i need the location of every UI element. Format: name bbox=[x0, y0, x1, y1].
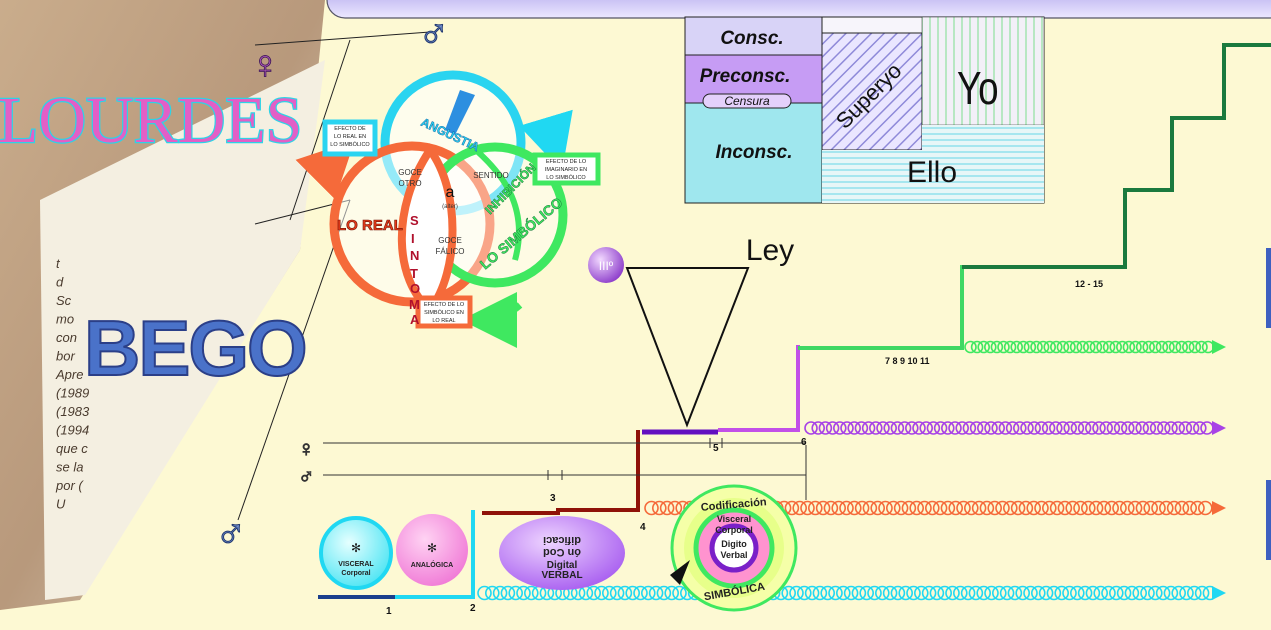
svg-text:LO SIMBÓLICO: LO SIMBÓLICO bbox=[546, 174, 586, 181]
label-efecto-simbolico: EFECTO DE LO SIMBÓLICO EN LO REAL bbox=[424, 302, 465, 324]
step-6: 6 bbox=[801, 437, 807, 448]
codificacion-label: Codificación bbox=[700, 496, 767, 514]
digital-label-4: VERBAL bbox=[541, 570, 582, 581]
circle-analogica: ✻ bbox=[396, 514, 468, 586]
male-symbol-bottom: ♂ bbox=[215, 510, 247, 557]
svg-text:M: M bbox=[409, 297, 420, 312]
svg-text:T: T bbox=[410, 266, 418, 281]
timeline-male bbox=[323, 445, 807, 500]
visceral-label: VISCERAL bbox=[338, 561, 374, 568]
label-goce-falico-2: FÁLICO bbox=[436, 247, 465, 256]
label-sentido: SENTIDO bbox=[473, 171, 509, 180]
background-text-line: (1994 bbox=[56, 423, 89, 438]
borromean-rings bbox=[295, 70, 601, 348]
circle-visceral: ✻ bbox=[319, 516, 393, 590]
name-lourdes: LOURDES bbox=[0, 84, 302, 157]
svg-text:LO REAL EN: LO REAL EN bbox=[334, 134, 366, 140]
background-text-line: Sc bbox=[56, 293, 72, 308]
digital-label-1: dificaci bbox=[543, 534, 581, 546]
law-badge: IIIº bbox=[599, 259, 614, 273]
background-text-line: bor bbox=[56, 349, 75, 364]
step-5: 5 bbox=[713, 443, 719, 454]
analogica-label: ANALÓGICA bbox=[411, 560, 453, 569]
male-symbol-top: ♂ bbox=[418, 10, 450, 57]
background-text-line: (1989 bbox=[56, 386, 89, 401]
staircase bbox=[318, 43, 1271, 599]
label-efecto-imaginario: EFECTO DE LO IMAGINARIO EN LO SIMBÓLICO bbox=[545, 159, 587, 181]
level-consc: Consc. bbox=[720, 28, 783, 49]
circle-simbolica bbox=[670, 484, 798, 612]
background-text-line: Apre bbox=[55, 367, 83, 382]
coil-arrow-3 bbox=[644, 500, 1226, 516]
label-a: a bbox=[446, 184, 455, 201]
edge-panel-top bbox=[1266, 248, 1271, 328]
svg-text:S: S bbox=[410, 213, 419, 228]
law-triangle bbox=[588, 247, 750, 428]
label-efecto-real: EFECTO DE LO REAL EN LO SIMBÓLICO bbox=[330, 126, 370, 148]
step-4: 4 bbox=[640, 522, 646, 533]
svg-text:EFECTO DE: EFECTO DE bbox=[334, 126, 366, 132]
instance-ello: Ello bbox=[907, 156, 957, 189]
label-goce-falico-1: GOCE bbox=[438, 236, 462, 245]
edge-panel-bottom bbox=[1266, 480, 1271, 560]
step-1: 1 bbox=[386, 606, 392, 617]
top-banner bbox=[326, 0, 1271, 19]
female-symbol-top: ♀ bbox=[250, 43, 280, 87]
svg-text:✻: ✻ bbox=[351, 541, 361, 555]
name-bego: BEGO bbox=[84, 304, 306, 392]
digital-label-2: ón Cod bbox=[543, 546, 581, 558]
timeline-female bbox=[323, 438, 806, 448]
digito-label: Digito bbox=[721, 539, 747, 549]
svg-text:I: I bbox=[411, 231, 415, 246]
step-2: 2 bbox=[470, 603, 476, 614]
instance-yo: Yo bbox=[957, 62, 999, 114]
law-label: Ley bbox=[746, 234, 794, 267]
svg-text:IMAGINARIO EN: IMAGINARIO EN bbox=[545, 167, 587, 173]
svg-text:LO REAL: LO REAL bbox=[432, 318, 455, 324]
coil-arrow-2 bbox=[804, 421, 1226, 435]
background-text-line: mo bbox=[56, 312, 74, 327]
female-symbol-small: ♀ bbox=[298, 436, 315, 461]
svg-text:EFECTO DE LO: EFECTO DE LO bbox=[546, 159, 587, 165]
step-7: 7 8 9 10 11 bbox=[885, 356, 930, 366]
background-text-line: se la bbox=[56, 460, 83, 475]
male-symbol-small: ♂ bbox=[298, 464, 315, 489]
background-text-line: t bbox=[56, 256, 61, 271]
svg-text:EFECTO DE LO: EFECTO DE LO bbox=[424, 302, 465, 308]
level-preconsc: Preconsc. bbox=[700, 66, 791, 87]
coil-arrow-4 bbox=[477, 585, 1226, 601]
background-text-line: U bbox=[56, 497, 66, 512]
censura-label: Censura bbox=[724, 94, 770, 108]
visceral2-label: Visceral bbox=[717, 514, 751, 524]
coil-arrows bbox=[477, 340, 1226, 601]
svg-text:N: N bbox=[410, 248, 419, 263]
corporal2-label: Corporal bbox=[715, 525, 753, 535]
svg-text:A: A bbox=[410, 312, 420, 327]
verbal2-label: Verbal bbox=[720, 550, 747, 560]
background-text-line: con bbox=[56, 330, 77, 345]
label-alter: (alter) bbox=[442, 204, 458, 210]
psyche-table bbox=[684, 16, 1045, 204]
svg-text:✻: ✻ bbox=[427, 541, 437, 555]
background-text-line: que c bbox=[56, 441, 88, 456]
level-inconsc: Inconsc. bbox=[715, 142, 792, 163]
label-goce-otro-1: GOCE bbox=[398, 168, 422, 177]
svg-text:LO SIMBÓLICO: LO SIMBÓLICO bbox=[330, 141, 370, 148]
step-12: 12 - 15 bbox=[1075, 279, 1103, 289]
svg-text:O: O bbox=[410, 281, 420, 296]
svg-text:SIMBÓLICO EN: SIMBÓLICO EN bbox=[424, 309, 464, 316]
background-text-line: por ( bbox=[55, 478, 84, 493]
background-text-line: d bbox=[56, 275, 64, 290]
coil-arrow-1 bbox=[964, 340, 1226, 354]
circle-digital bbox=[499, 516, 625, 590]
digital-label-3: Digital bbox=[547, 560, 578, 571]
ring-label-lo-real: LO REAL bbox=[337, 217, 403, 234]
label-goce-otro-2: OTRO bbox=[398, 179, 421, 188]
step-3: 3 bbox=[550, 493, 556, 504]
corporal-label: Corporal bbox=[341, 570, 370, 577]
background-text-line: (1983 bbox=[56, 404, 90, 419]
